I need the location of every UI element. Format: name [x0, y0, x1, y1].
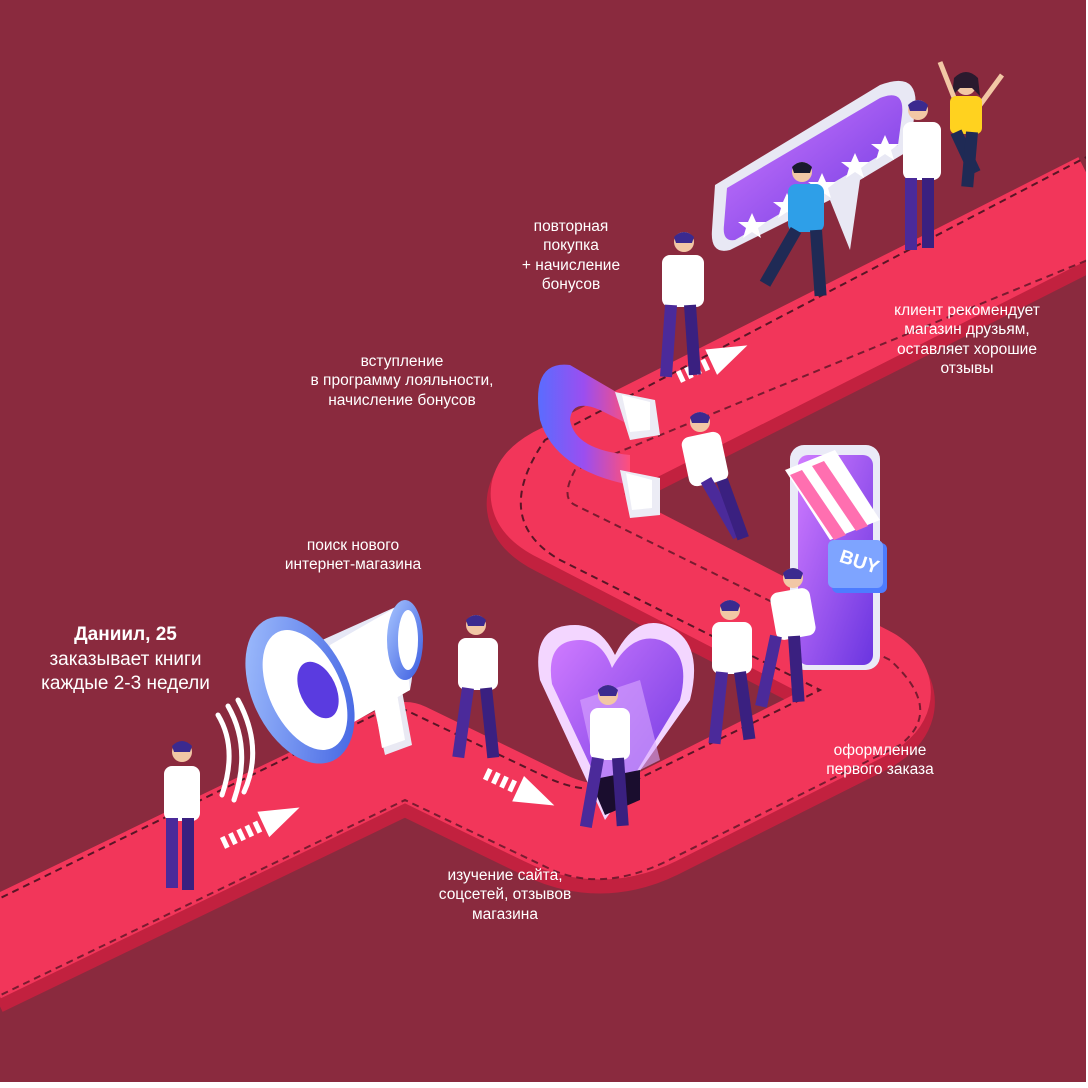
step-text-line: соцсетей, отзывов — [438, 886, 572, 904]
person-daniil-calling — [164, 741, 200, 890]
step-text-line: изучение сайта, — [447, 867, 563, 884]
person-walking-1 — [452, 615, 500, 759]
step-text-line: оставляет хорошие — [897, 340, 1037, 358]
awning-icon — [785, 450, 880, 540]
step-text-line: покупка — [543, 237, 599, 255]
person-touching-stars — [903, 100, 941, 250]
step-research-site: изучение сайта, соцсетей, отзывов магази… — [395, 866, 615, 924]
person-repeat-purchase — [659, 232, 704, 378]
step-text-line: + начисление — [521, 256, 621, 274]
step-text-line: вступление — [360, 353, 444, 370]
step-text-line: в программу лояльности, — [310, 372, 494, 390]
step-text-line: интернет-магазина — [284, 556, 422, 574]
step-first-order: оформление первого заказа — [780, 741, 980, 780]
person-walking-2 — [708, 600, 756, 745]
persona-line-2: каждые 2-3 недели — [41, 673, 210, 695]
step-text-line: магазин друзьям, — [904, 321, 1030, 339]
step-repeat-purchase: повторная покупка + начисление бонусов — [496, 217, 646, 295]
step-recommend: клиент рекомендует магазин друзьям, оста… — [862, 301, 1072, 379]
person-pressing-buy — [755, 568, 816, 708]
sound-waves-icon — [215, 697, 256, 803]
step-text-line: повторная — [533, 218, 609, 235]
persona-name: Даниил, 25 — [74, 624, 177, 645]
person-jumping-yellow — [937, 61, 1005, 188]
buy-sign — [828, 540, 887, 593]
step-text-line: отзывы — [940, 360, 994, 378]
step-loyalty-program: вступление в программу лояльности, начис… — [282, 352, 522, 410]
person-entering-heart — [579, 685, 630, 828]
person-attracted-magnet — [681, 412, 749, 541]
journey-road — [0, 156, 1086, 1012]
road-arrow-1 — [220, 807, 300, 849]
step-text-line: оформление — [833, 742, 927, 759]
step-text-line: бонусов — [541, 276, 601, 294]
step-text-line: начисление бонусов — [328, 391, 476, 409]
step-text-line: магазина — [472, 905, 538, 923]
megaphone-icon — [245, 600, 423, 764]
persona-line-1: заказывает книги — [49, 648, 202, 670]
step-text-line: первого заказа — [826, 761, 934, 779]
step-text-line: клиент рекомендует — [894, 302, 1040, 319]
persona-label: Даниил, 25 заказывает книги каждые 2-3 н… — [18, 623, 233, 697]
magnet-icon — [538, 364, 660, 518]
person-blue-shirt — [759, 162, 827, 297]
step-text-line: поиск нового — [306, 537, 400, 554]
road-arrow-2 — [482, 768, 555, 806]
step-search-store: поиск нового интернет-магазина — [238, 536, 468, 575]
